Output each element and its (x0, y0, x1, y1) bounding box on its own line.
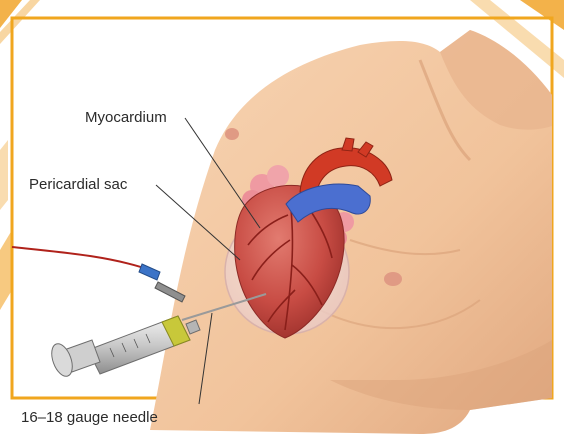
label-myocardium: Myocardium (85, 110, 167, 125)
label-needle: 16–18 gauge needle (21, 410, 158, 425)
nipple-left (225, 128, 239, 140)
nipple-right (384, 272, 402, 286)
label-pericardial-sac: Pericardial sac (29, 177, 127, 192)
